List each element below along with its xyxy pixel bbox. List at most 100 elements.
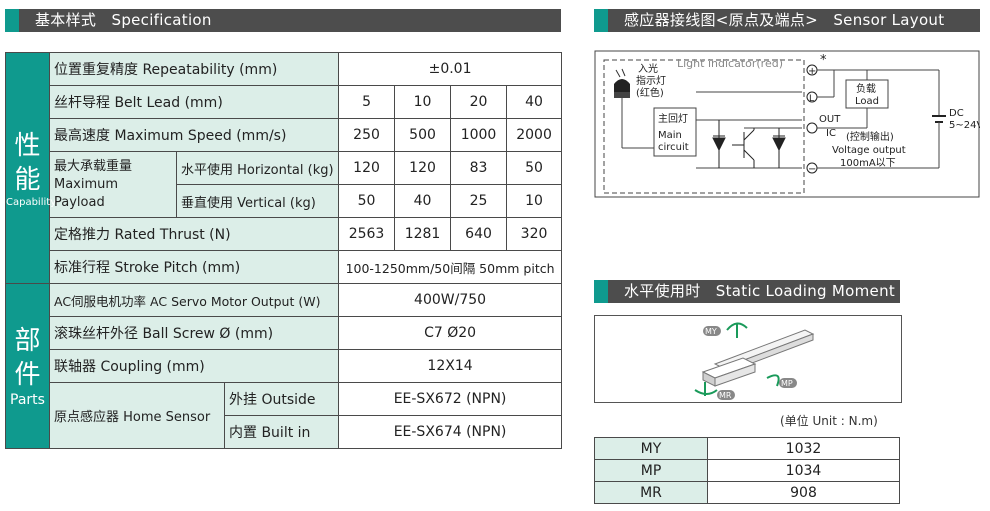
moment-figure: MY MP MR bbox=[594, 315, 902, 403]
spec-header-title: 基本样式 Specification bbox=[35, 11, 212, 29]
current-label: 100mA以下 bbox=[840, 158, 896, 169]
diode-icon bbox=[712, 120, 786, 168]
table-row: MY 1032 bbox=[594, 437, 900, 460]
moment-key: MY bbox=[594, 437, 708, 460]
sensor-header-title: 感应器接线图<原点及端点> Sensor Layout bbox=[624, 11, 945, 29]
moment-table: MY 1032 MP 1034 MR 908 bbox=[594, 437, 900, 504]
table-row: 滚珠丝杆外径 Ball Screw Ø (mm) C7 Ø20 bbox=[6, 316, 563, 350]
my-arrow-icon bbox=[726, 322, 748, 338]
control-output-cn: (控制输出) bbox=[846, 130, 894, 143]
terminal-icons bbox=[806, 64, 818, 174]
moment-key: MP bbox=[594, 459, 708, 482]
vertical-value: 50 bbox=[338, 184, 396, 218]
category-char: 部 bbox=[14, 326, 41, 356]
voltage-output-en: Voltage output bbox=[832, 145, 906, 156]
performance-category: 性 能 Capability bbox=[5, 52, 57, 284]
screw-value: C7 Ø20 bbox=[338, 316, 563, 350]
thrust-value: 320 bbox=[506, 217, 563, 251]
payload-label-cn: 最大承载重量 bbox=[54, 158, 133, 174]
thrust-value: 2563 bbox=[338, 217, 396, 251]
mp-tag: MP bbox=[781, 379, 793, 388]
lead-value: 40 bbox=[506, 85, 563, 119]
mr-badge bbox=[717, 390, 735, 400]
asterisk: * bbox=[820, 53, 827, 68]
table-row: 部 件 Parts AC伺服电机功率 AC Servo Motor Output… bbox=[5, 283, 563, 449]
lead-label: 丝杆导程 Belt Lead (mm) bbox=[48, 85, 340, 119]
payload-label-en: Maximum Payload bbox=[54, 176, 119, 210]
moment-header-title: 水平使用时 Static Loading Moment bbox=[624, 282, 896, 300]
out-label: OUT bbox=[819, 114, 841, 125]
unit-label: (单位 Unit : N.m) bbox=[780, 414, 878, 428]
category-char: 能 bbox=[14, 164, 41, 195]
table-row: 定格推力 Rated Thrust (N) 2563 1281 640 320 bbox=[6, 217, 563, 251]
table-row: 原点感应器 Home Sensor 外挂 Outside EE-SX672 (N… bbox=[6, 382, 563, 449]
header-accent-bar bbox=[5, 9, 19, 32]
L-terminal-icon: L bbox=[809, 94, 814, 104]
payload-label: 最大承载重量 Maximum Payload bbox=[49, 151, 177, 218]
lead-value: 20 bbox=[450, 85, 508, 119]
table-row: 内置 Built in EE-SX674 (NPN) bbox=[6, 415, 563, 449]
moment-value: 1034 bbox=[707, 459, 900, 482]
horizontal-value: 83 bbox=[450, 151, 508, 185]
motor-label: AC伺服电机功率 AC Servo Motor Output (W) bbox=[48, 283, 340, 317]
actuator-illustration bbox=[701, 329, 815, 387]
table-row: 最高速度 Maximum Speed (mm/s) 250 500 1000 2… bbox=[6, 118, 563, 152]
spec-table: 性 能 Capability 位置重复精度 Repeatability (mm)… bbox=[5, 52, 563, 449]
speed-value: 2000 bbox=[506, 118, 563, 152]
light-indicator-icon bbox=[614, 68, 630, 98]
category-char: 性 bbox=[14, 130, 41, 161]
load-en: Load bbox=[855, 96, 879, 107]
table-row: MP 1034 bbox=[594, 459, 900, 482]
table-row: 性 能 Capability 位置重复精度 Repeatability (mm)… bbox=[5, 52, 563, 284]
main-circuit-en-2: circuit bbox=[658, 142, 689, 153]
lead-value: 5 bbox=[338, 85, 396, 119]
coupling-value: 12X14 bbox=[338, 349, 563, 383]
coupling-label: 联轴器 Coupling (mm) bbox=[48, 349, 340, 383]
sensor-header: 感应器接线图<原点及端点> Sensor Layout bbox=[594, 9, 980, 32]
home-sensor-label: 原点感应器 Home Sensor bbox=[49, 382, 225, 449]
indicator-cn-2: 指示灯 bbox=[636, 74, 666, 87]
load-cn: 负载 bbox=[856, 82, 876, 95]
horizontal-label: 水平使用 Horizontal (kg) bbox=[175, 151, 340, 185]
indicator-cn-3: (红色) bbox=[636, 86, 664, 99]
vertical-label: 垂直使用 Vertical (kg) bbox=[175, 184, 340, 218]
horizontal-value: 50 bbox=[506, 151, 563, 185]
my-tag: MY bbox=[705, 327, 717, 336]
thrust-value: 1281 bbox=[394, 217, 452, 251]
moment-header: 水平使用时 Static Loading Moment bbox=[594, 280, 900, 303]
speed-value: 250 bbox=[338, 118, 396, 152]
dc-label: DC bbox=[949, 108, 964, 119]
main-circuit-en-1: Main bbox=[658, 130, 682, 141]
mr-arrow-icon bbox=[694, 382, 718, 396]
stroke-value: 100-1250mm/50间隔 50mm pitch bbox=[338, 250, 563, 284]
sensor-wiring-diagram: 入光 指示灯 (红色) Light indicator(red) 主回灯 Mai… bbox=[594, 50, 980, 198]
moment-value: 1032 bbox=[707, 437, 900, 460]
outside-label: 外挂 Outside bbox=[223, 382, 340, 416]
thrust-label: 定格推力 Rated Thrust (N) bbox=[48, 217, 340, 251]
lead-value: 10 bbox=[394, 85, 452, 119]
mr-tag: MR bbox=[719, 391, 732, 400]
parts-category: 部 件 Parts bbox=[5, 283, 50, 449]
horizontal-value: 120 bbox=[394, 151, 452, 185]
screw-label: 滚珠丝杆外径 Ball Screw Ø (mm) bbox=[48, 316, 340, 350]
category-en: Capability bbox=[6, 196, 57, 208]
category-char: 件 bbox=[14, 360, 41, 390]
main-circuit-box bbox=[653, 107, 697, 157]
mp-arrow-icon bbox=[766, 374, 780, 387]
main-circuit-cn: 主回灯 bbox=[658, 113, 688, 125]
transistor-icon bbox=[732, 128, 755, 168]
category-en: Parts bbox=[10, 392, 45, 408]
dc-range: 5~24V bbox=[949, 120, 980, 131]
plus-terminal-icon: + bbox=[808, 66, 816, 77]
table-row: 最大承载重量 Maximum Payload 水平使用 Horizontal (… bbox=[6, 151, 563, 218]
repeatability-label: 位置重复精度 Repeatability (mm) bbox=[48, 52, 340, 86]
header-accent-bar bbox=[594, 9, 608, 32]
table-row: 垂直使用 Vertical (kg) 50 40 25 10 bbox=[6, 184, 563, 218]
moment-value: 908 bbox=[707, 481, 900, 504]
vertical-value: 25 bbox=[450, 184, 508, 218]
vertical-value: 10 bbox=[506, 184, 563, 218]
speed-value: 1000 bbox=[450, 118, 508, 152]
table-row: 标准行程 Stroke Pitch (mm) 100-1250mm/50间隔 5… bbox=[6, 250, 563, 284]
mp-badge bbox=[779, 378, 797, 388]
indicator-cn-1: 入光 bbox=[638, 62, 658, 75]
